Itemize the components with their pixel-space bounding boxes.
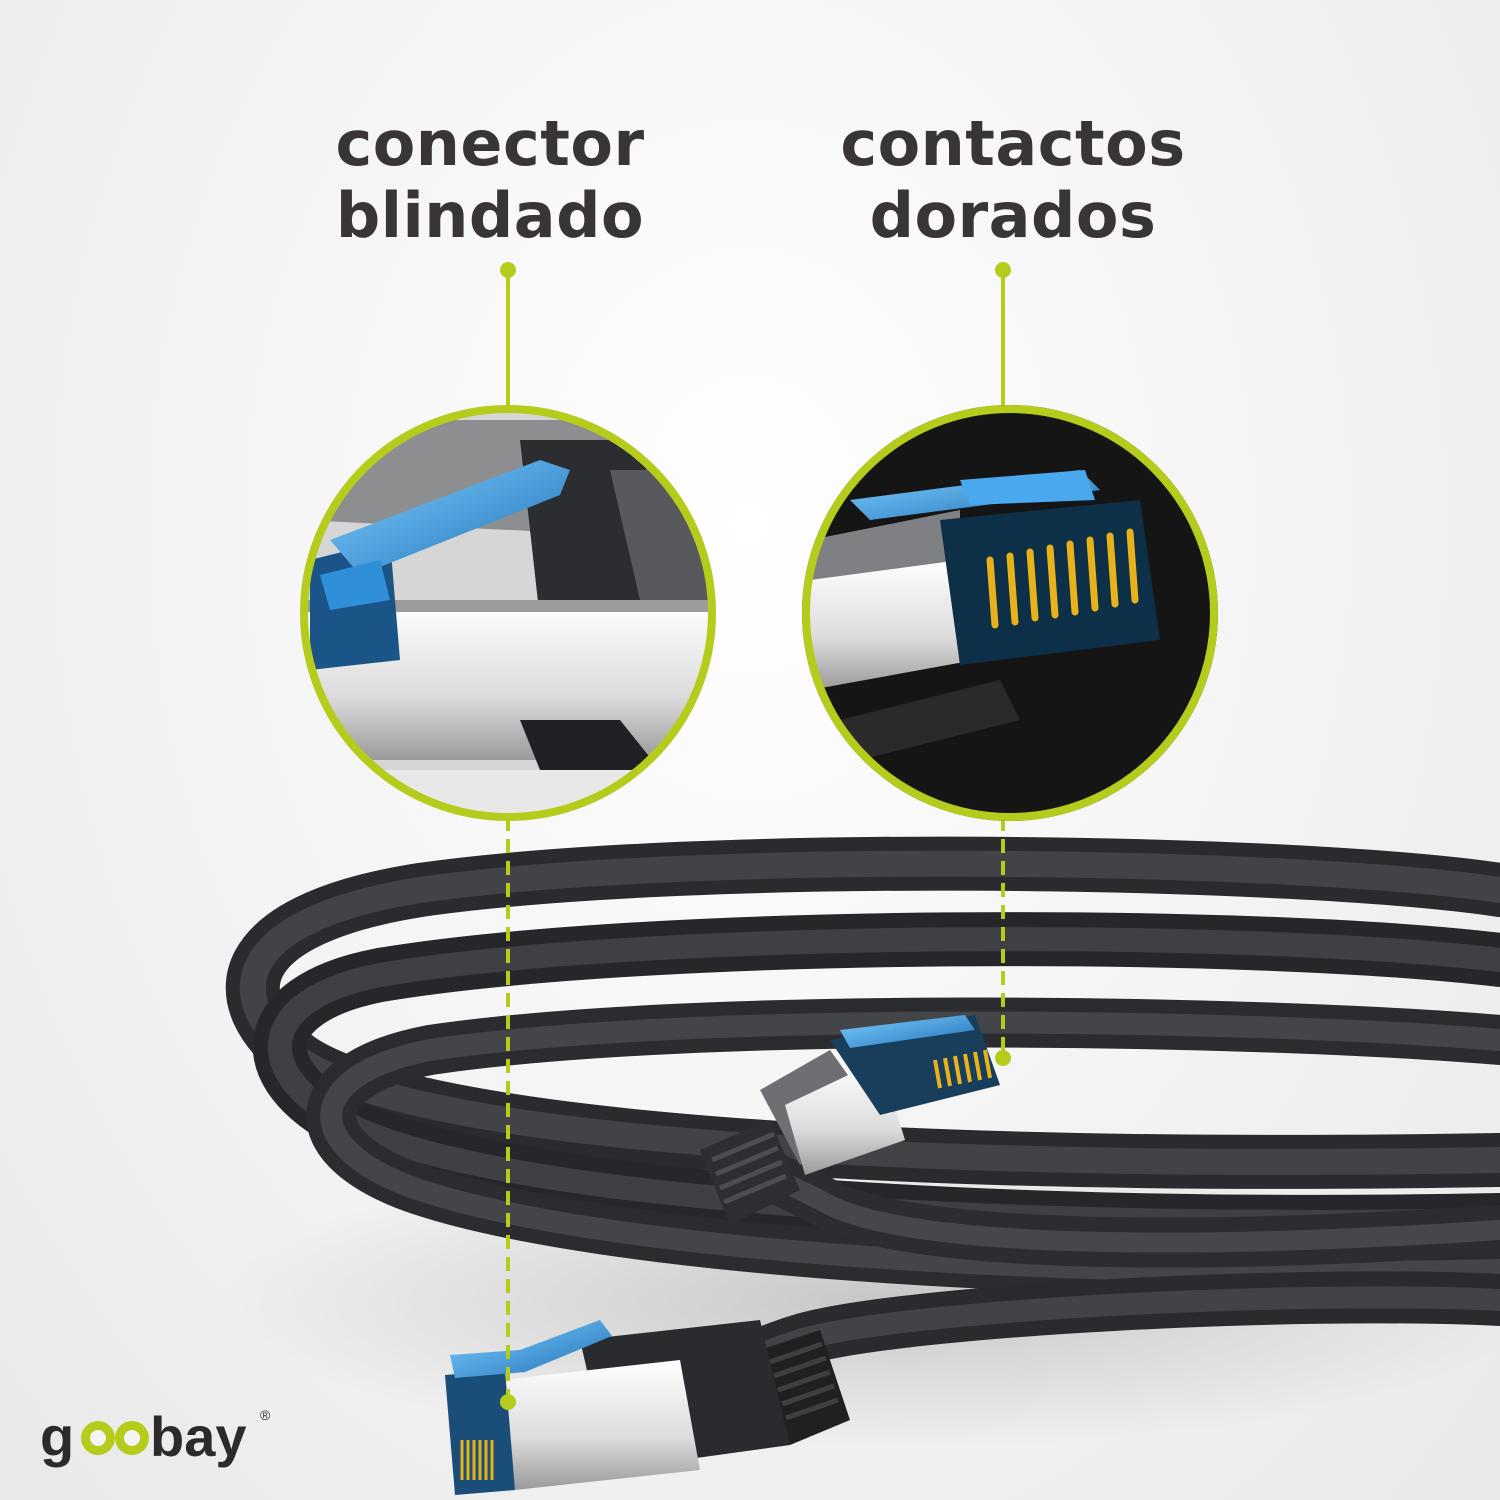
upper-rj45-connector [700,1015,1000,1225]
svg-text:bay: bay [150,1405,247,1468]
svg-text:g: g [40,1405,74,1468]
label-right-line2: dorados [869,179,1157,252]
cable-coil [225,836,1500,1406]
label-left-line1: conector [335,107,645,180]
callout-dot-right-top [995,262,1011,278]
callout-lines [500,262,1011,1410]
zoom-circle-gold-contacts [802,405,1218,821]
goobay-logo: g bay ® [40,1405,271,1468]
callout-dot-right-bottom [995,1050,1011,1066]
label-gold-contacts: contactos dorados [803,108,1223,252]
callout-dot-left-bottom [500,1394,516,1410]
zoom-circle-shielded-connector [300,405,716,821]
label-right-line1: contactos [840,107,1186,180]
label-shielded-connector: conector blindado [280,108,700,252]
callout-dot-left-top [500,262,516,278]
lower-rj45-connector [445,1320,850,1495]
registered-mark: ® [260,1407,271,1423]
label-left-line2: blindado [335,179,645,252]
